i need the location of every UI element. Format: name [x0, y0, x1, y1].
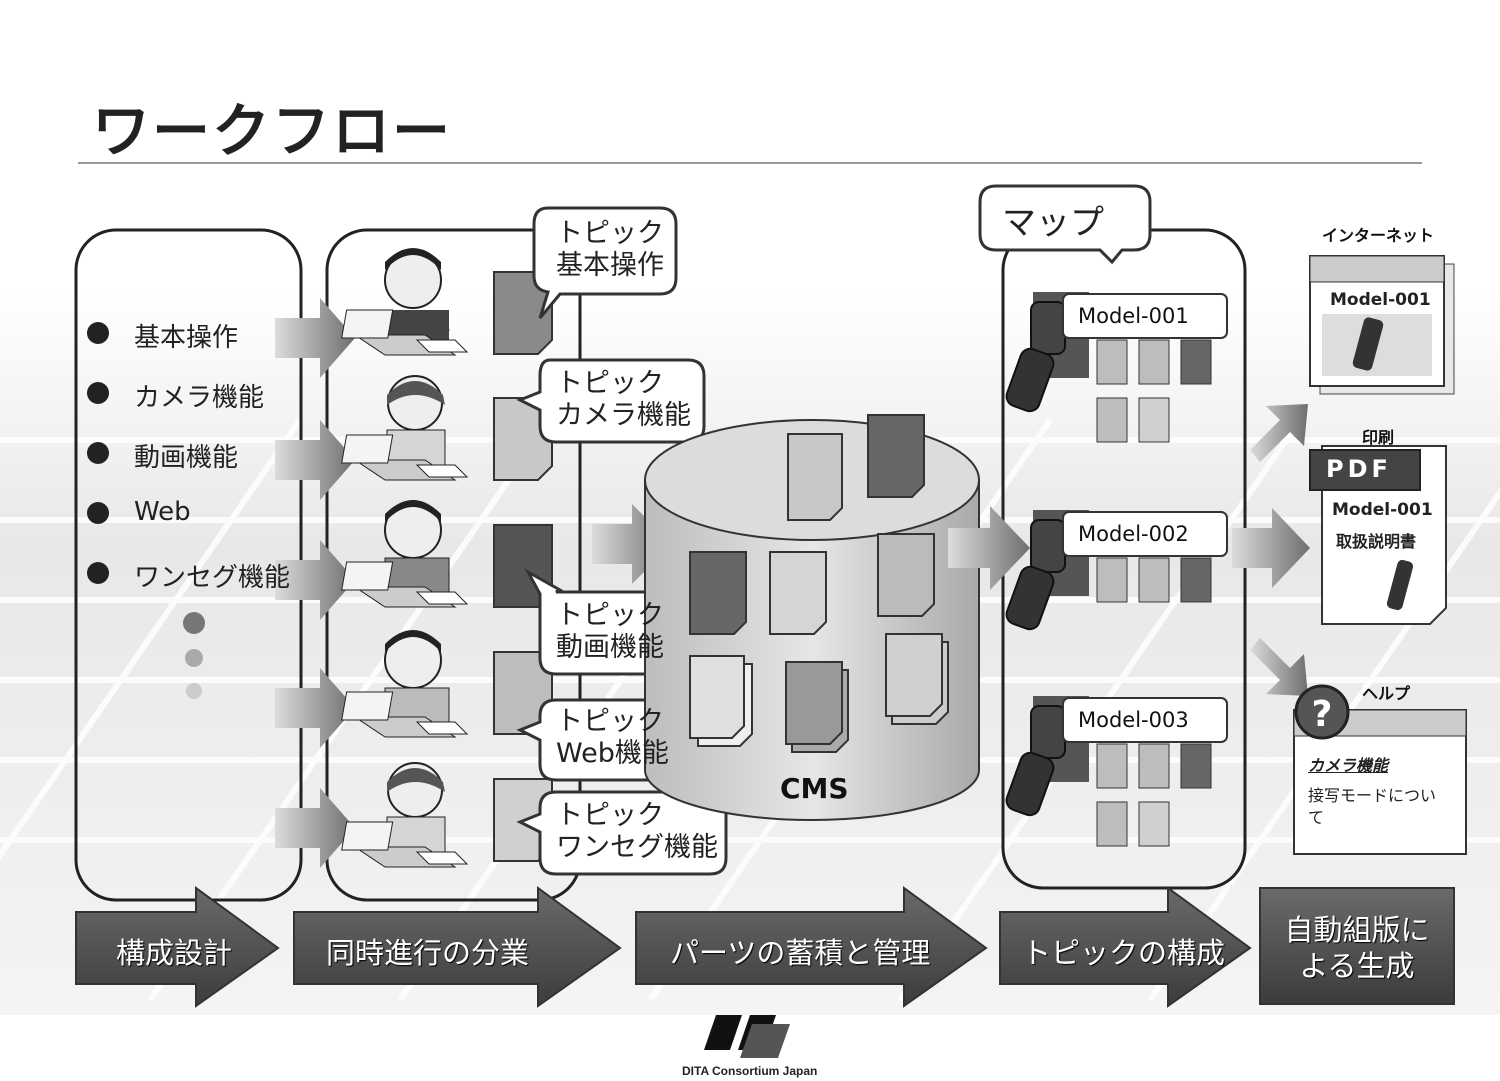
topic-bubble: トピック ワンセグ機能	[556, 800, 718, 864]
pdf-model-label: Model-001	[1332, 500, 1433, 520]
topic-bubble-line2: 動画機能	[556, 632, 664, 663]
help-output: ?	[1293, 684, 1467, 855]
assign-arrows	[275, 298, 355, 868]
step-label: 同時進行の分業	[326, 936, 530, 970]
topic-bubble-line1: トピック	[556, 368, 664, 399]
topic-bubble: トピック カメラ機能	[556, 368, 691, 432]
internet-model-label: Model-001	[1330, 290, 1431, 310]
step-label: トピックの構成	[1022, 936, 1226, 970]
pdf-doc-label: 取扱説明書	[1336, 532, 1417, 551]
feature-item: カメラ機能	[134, 383, 265, 413]
topic-bubble-line1: トピック	[556, 600, 664, 631]
cms-label: CMS	[780, 772, 849, 805]
cms-documents	[689, 414, 949, 753]
final-step-line2: よる生成	[1299, 949, 1415, 983]
pdf-badge: PDF	[1326, 455, 1392, 483]
help-text-line: て	[1308, 808, 1325, 827]
feature-item: Web	[134, 497, 191, 527]
model-label: Model-002	[1078, 522, 1189, 546]
internet-output	[1309, 255, 1455, 395]
help-label: ヘルプ	[1362, 684, 1411, 703]
topic-bubble-shapes	[516, 206, 728, 876]
topic-bubble: トピック 基本操作	[556, 218, 664, 282]
model-groups	[1005, 292, 1228, 847]
print-label: 印刷	[1362, 428, 1395, 447]
output-arrows	[1232, 404, 1310, 696]
model-label: Model-003	[1078, 708, 1189, 732]
feature-item: ワンセグ機能	[134, 563, 291, 593]
topic-bubble-line1: トピック	[556, 706, 664, 737]
topic-bubble-line2: ワンセグ機能	[556, 832, 718, 863]
topic-bubble-line2: Web機能	[556, 738, 669, 769]
help-link[interactable]: カメラ機能	[1308, 756, 1389, 775]
topic-bubble-line2: カメラ機能	[556, 400, 691, 431]
help-text-line: 接写モードについ	[1308, 786, 1437, 805]
topic-bubble-line1: トピック	[556, 218, 664, 249]
topic-bubble-line2: 基本操作	[556, 250, 664, 281]
final-step-line1: 自動組版に	[1284, 913, 1430, 947]
svg-text:?: ?	[1312, 694, 1333, 735]
step-label: パーツの蓄積と管理	[670, 936, 931, 970]
topic-bubble: トピック 動画機能	[556, 600, 664, 664]
logo-text: DITA Consortium Japan	[682, 1064, 818, 1078]
pdf-output	[1309, 445, 1447, 625]
map-bubble-shape	[978, 184, 1152, 265]
page-title: ワークフロー	[92, 97, 453, 165]
to-map-arrow	[948, 506, 1030, 590]
step-label: 構成設計	[116, 936, 233, 970]
final-step-label: 自動組版に よる生成	[1282, 912, 1432, 984]
model-label: Model-001	[1078, 304, 1189, 328]
workers	[341, 248, 469, 868]
feature-bullets	[87, 322, 205, 699]
topic-bubble: トピック Web機能	[556, 706, 669, 770]
topic-bubble-line1: トピック	[556, 800, 664, 831]
dita-logo-mark	[704, 1015, 790, 1058]
step-arrows	[75, 886, 1455, 1008]
map-bubble-label: マップ	[1002, 203, 1104, 243]
feature-item: 動画機能	[134, 443, 239, 473]
feature-item: 基本操作	[134, 323, 239, 353]
internet-label: インターネット	[1322, 226, 1435, 245]
